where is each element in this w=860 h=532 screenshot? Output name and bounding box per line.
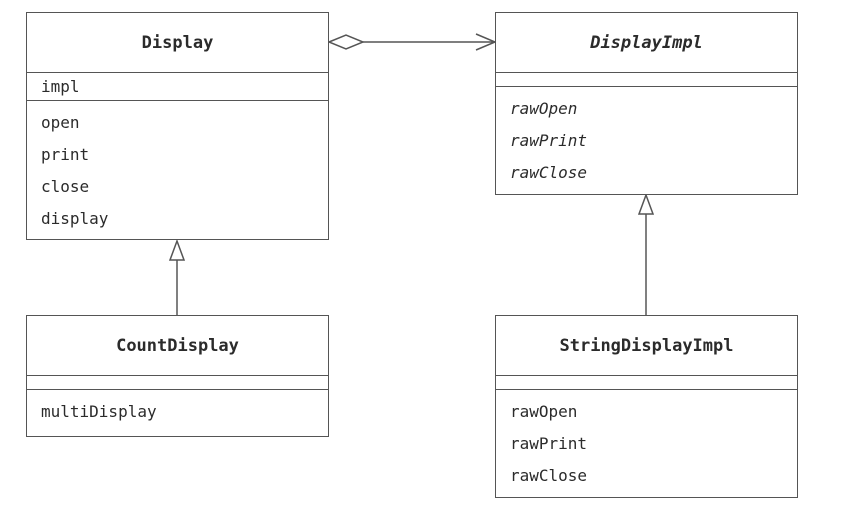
class-name: CountDisplay <box>27 316 328 376</box>
operations-section: open print close display <box>27 101 328 241</box>
operations-section: rawOpen rawPrint rawClose <box>496 87 797 195</box>
operation-multidisplay: multiDisplay <box>41 402 157 421</box>
aggregation-diamond <box>327 34 365 50</box>
class-stringdisplayimpl[interactable]: StringDisplayImpl rawOpen rawPrint rawCl… <box>495 315 798 498</box>
class-name: StringDisplayImpl <box>496 316 797 376</box>
operations-section: rawOpen rawPrint rawClose <box>496 390 797 498</box>
operation-rawclose: rawClose <box>510 163 588 182</box>
attributes-section <box>27 376 328 390</box>
operations-section: multiDisplay <box>27 390 328 434</box>
class-display[interactable]: Display impl open print close display <box>26 12 329 240</box>
attributes-section: impl <box>27 73 328 101</box>
class-countdisplay[interactable]: CountDisplay multiDisplay <box>26 315 329 437</box>
operation-close: close <box>41 177 90 196</box>
class-name: DisplayImpl <box>496 13 797 73</box>
operation-rawclose: rawClose <box>510 466 588 485</box>
class-name: Display <box>27 13 328 73</box>
attributes-section <box>496 376 797 390</box>
operation-rawprint: rawPrint <box>510 131 588 150</box>
aggregation-display-displayimpl <box>327 33 497 51</box>
attribute-impl: impl <box>41 77 80 96</box>
operation-rawopen: rawOpen <box>510 402 578 421</box>
operation-print: print <box>41 145 90 164</box>
operation-rawprint: rawPrint <box>510 434 588 453</box>
operation-rawopen: rawOpen <box>510 99 578 118</box>
generalization-countdisplay-display <box>168 238 186 315</box>
generalization-stringdisplayimpl-displayimpl <box>637 192 655 315</box>
operation-open: open <box>41 113 80 132</box>
attributes-section <box>496 73 797 87</box>
operation-display: display <box>41 209 109 228</box>
generalization-triangle <box>168 238 186 261</box>
generalization-triangle <box>637 192 655 215</box>
class-displayimpl[interactable]: DisplayImpl rawOpen rawPrint rawClose <box>495 12 798 195</box>
